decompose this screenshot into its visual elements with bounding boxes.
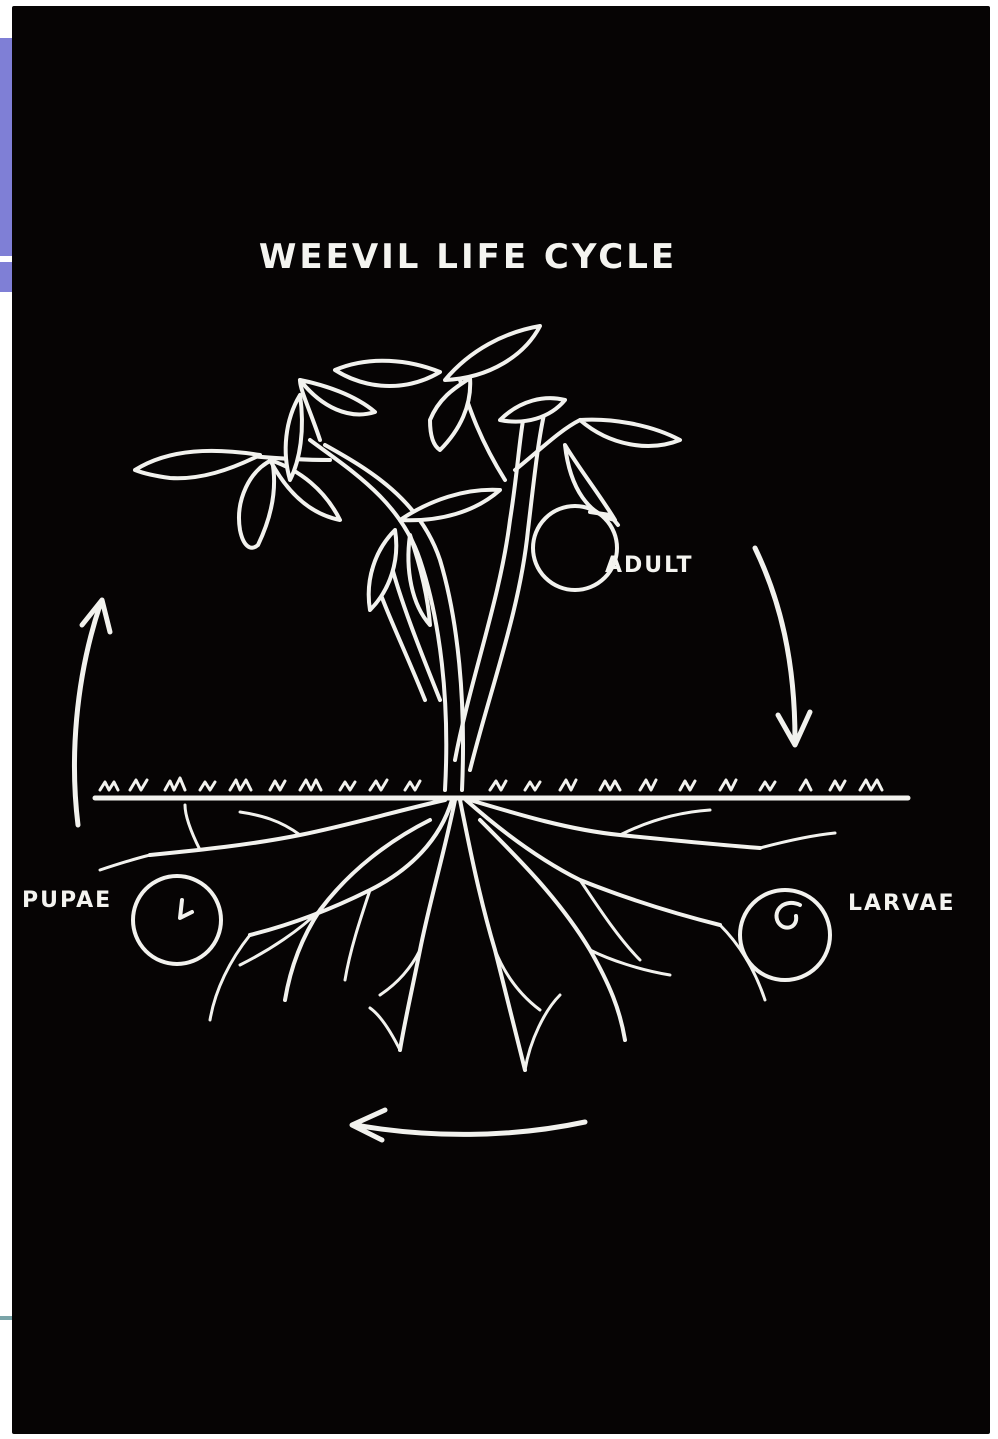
stage-label-pupae: PUPAE bbox=[22, 888, 112, 913]
diagram-title: WEEVIL LIFE CYCLE bbox=[259, 237, 677, 277]
arrow-larvae-to-pupae bbox=[355, 1122, 585, 1134]
arrow-adult-to-larvae bbox=[755, 548, 795, 740]
stage-label-adult: ADULT bbox=[605, 553, 694, 578]
plant-leaves bbox=[135, 326, 680, 625]
grass-tufts bbox=[100, 778, 882, 790]
larva-mark bbox=[777, 903, 800, 928]
stage-label-larvae: LARVAE bbox=[848, 891, 956, 916]
root-system bbox=[100, 800, 835, 1070]
pupae-circle bbox=[133, 876, 221, 964]
arrow-pupae-to-adult bbox=[74, 605, 100, 825]
pupa-mark bbox=[180, 900, 192, 918]
